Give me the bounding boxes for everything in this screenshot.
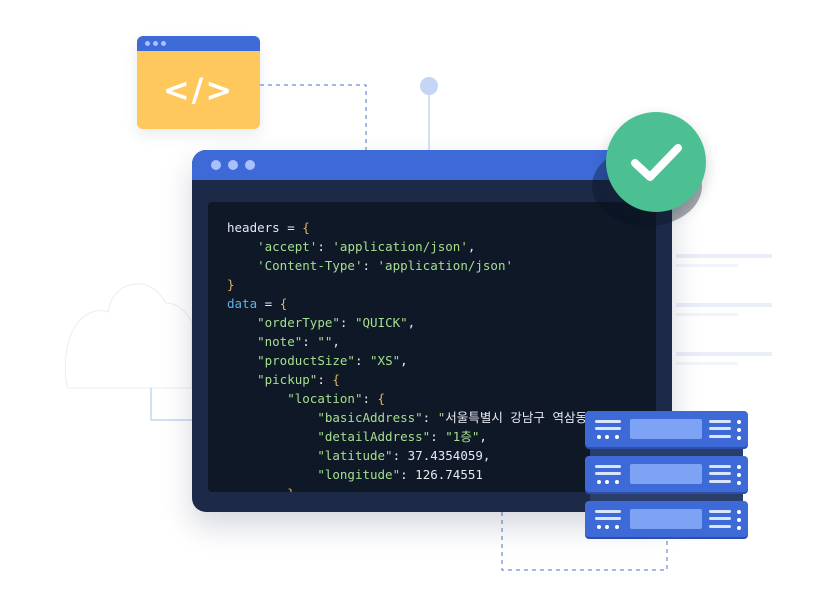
server-vent: [709, 480, 731, 483]
server-led: [615, 525, 619, 529]
code-line: "note": "",: [257, 334, 340, 349]
server-unit: [585, 411, 748, 447]
server-vent: [595, 510, 621, 513]
server-led: [597, 480, 601, 484]
code-line: },: [227, 484, 587, 492]
mini-window-titlebar: [137, 36, 260, 51]
code-line: "productSize": "XS",: [257, 353, 408, 368]
code-line: "pickup": {: [257, 372, 340, 387]
server-led: [737, 510, 741, 514]
server-led: [597, 435, 601, 439]
server-vent: [595, 472, 621, 475]
code-line: "latitude": 37.4354059,: [317, 448, 491, 463]
server-vent: [709, 525, 731, 528]
server-led: [737, 518, 741, 522]
code-brackets-icon: </>: [162, 71, 235, 109]
server-unit: [585, 501, 748, 537]
checkmark-icon: [606, 112, 706, 212]
code-line: "orderType": "QUICK",: [257, 315, 416, 330]
server-led: [737, 428, 741, 432]
server-display: [630, 419, 702, 439]
server-vent: [595, 420, 621, 423]
server-vent: [709, 517, 731, 520]
server-vent: [595, 465, 621, 468]
speed-lines: [676, 254, 772, 365]
code-line: 'Content-Type': 'application/json': [257, 258, 513, 273]
checkmark-glyph: [631, 144, 682, 181]
window-dot: [161, 41, 166, 46]
server-vent: [709, 427, 731, 430]
server-led: [737, 436, 741, 440]
server-display: [630, 509, 702, 529]
server-vent: [709, 435, 731, 438]
cloud-connector: [150, 388, 192, 421]
server-led: [615, 435, 619, 439]
window-dot: [245, 160, 255, 170]
server-vent: [709, 510, 731, 513]
window-dot: [145, 41, 150, 46]
server-led: [605, 435, 609, 439]
code-editor-window: headers = { 'accept': 'application/json'…: [192, 150, 672, 512]
code-line: "basicAddress": "서울특별시 강남구 역삼동: [317, 410, 587, 425]
server-led: [737, 481, 741, 485]
editor-titlebar: [192, 150, 672, 180]
server-led: [605, 525, 609, 529]
code-line: "location": {: [287, 391, 386, 406]
server-led: [737, 526, 741, 530]
server-joint: [590, 446, 743, 456]
server-vent: [595, 427, 621, 430]
code-line: "longitude": 126.74551: [317, 467, 483, 482]
server-led: [605, 480, 609, 484]
code-line: data = {: [227, 296, 288, 311]
code-snippet-window: </>: [137, 36, 260, 129]
server-led: [615, 480, 619, 484]
code-panel: headers = { 'accept': 'application/json'…: [208, 202, 656, 492]
server-led: [737, 473, 741, 477]
server-display: [630, 464, 702, 484]
window-dot: [228, 160, 238, 170]
server-vent: [709, 420, 731, 423]
pin-dot: [420, 77, 438, 95]
window-dot: [153, 41, 158, 46]
server-led: [737, 420, 741, 424]
cloud-icon: [64, 283, 193, 389]
server-led: [737, 465, 741, 469]
code-line: 'accept': 'application/json',: [257, 239, 476, 254]
server-vent: [709, 472, 731, 475]
server-vent: [709, 465, 731, 468]
server-led: [597, 525, 601, 529]
server-vent: [595, 517, 621, 520]
code-block: headers = { 'accept': 'application/json'…: [227, 218, 587, 492]
dashed-connector-top: [260, 84, 367, 150]
code-line: "detailAddress": "1층",: [317, 429, 487, 444]
code-line: }: [227, 277, 235, 292]
server-joint: [590, 491, 743, 501]
window-dot: [211, 160, 221, 170]
server-unit: [585, 456, 748, 492]
code-line: headers = {: [227, 220, 310, 235]
